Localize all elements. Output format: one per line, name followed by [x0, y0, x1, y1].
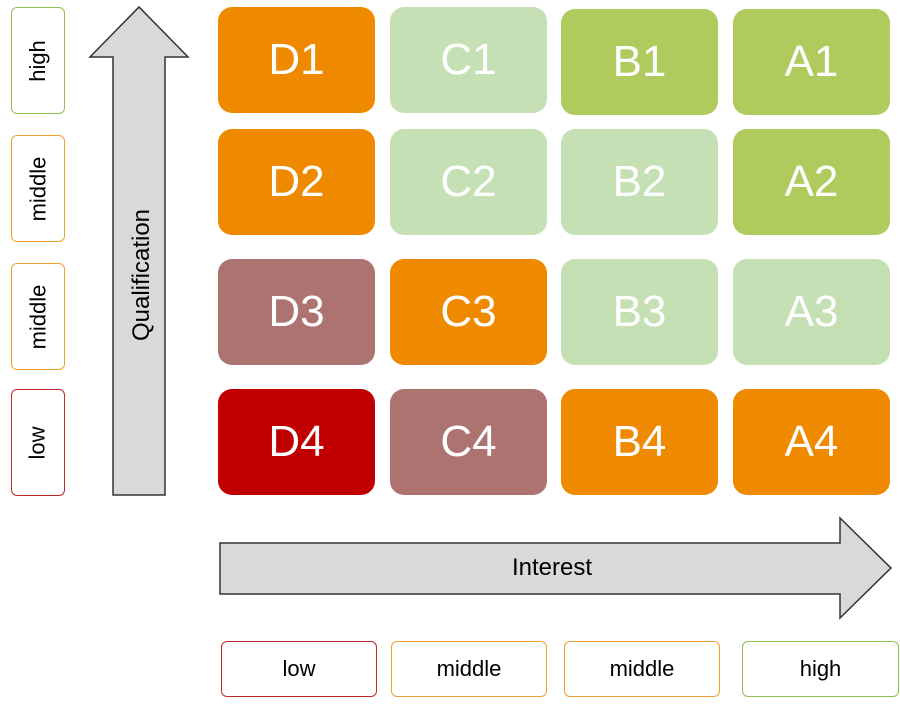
interest-axis-label: Interest: [511, 554, 593, 581]
cell-c4: C4: [390, 389, 547, 495]
cell-b3: B3: [561, 259, 718, 365]
cell-b1: B1: [561, 9, 718, 115]
cell-c3: C3: [390, 259, 547, 365]
cell-c2: C2: [390, 129, 547, 235]
qualification-arrow-shape: [88, 5, 190, 496]
cell-a2: A2: [733, 129, 890, 235]
interest-level-high: high: [742, 641, 899, 697]
cell-d3: D3: [218, 259, 375, 365]
cell-b4: B4: [561, 389, 718, 495]
qualification-level-low: low: [11, 389, 65, 496]
cell-a4: A4: [733, 389, 890, 495]
interest-level-middle-right: middle: [564, 641, 720, 697]
cell-a3: A3: [733, 259, 890, 365]
cell-d4: D4: [218, 389, 375, 495]
interest-arrow-shape: [219, 516, 893, 620]
interest-level-middle-left: middle: [391, 641, 547, 697]
cell-a1: A1: [733, 9, 890, 115]
qualification-level-high: high: [11, 7, 65, 114]
cell-c1: C1: [390, 7, 547, 113]
qualification-level-middle-lower: middle: [11, 263, 65, 370]
cell-b2: B2: [561, 129, 718, 235]
interest-level-low: low: [221, 641, 377, 697]
cell-d2: D2: [218, 129, 375, 235]
qualification-level-middle-upper: middle: [11, 135, 65, 242]
cell-d1: D1: [218, 7, 375, 113]
